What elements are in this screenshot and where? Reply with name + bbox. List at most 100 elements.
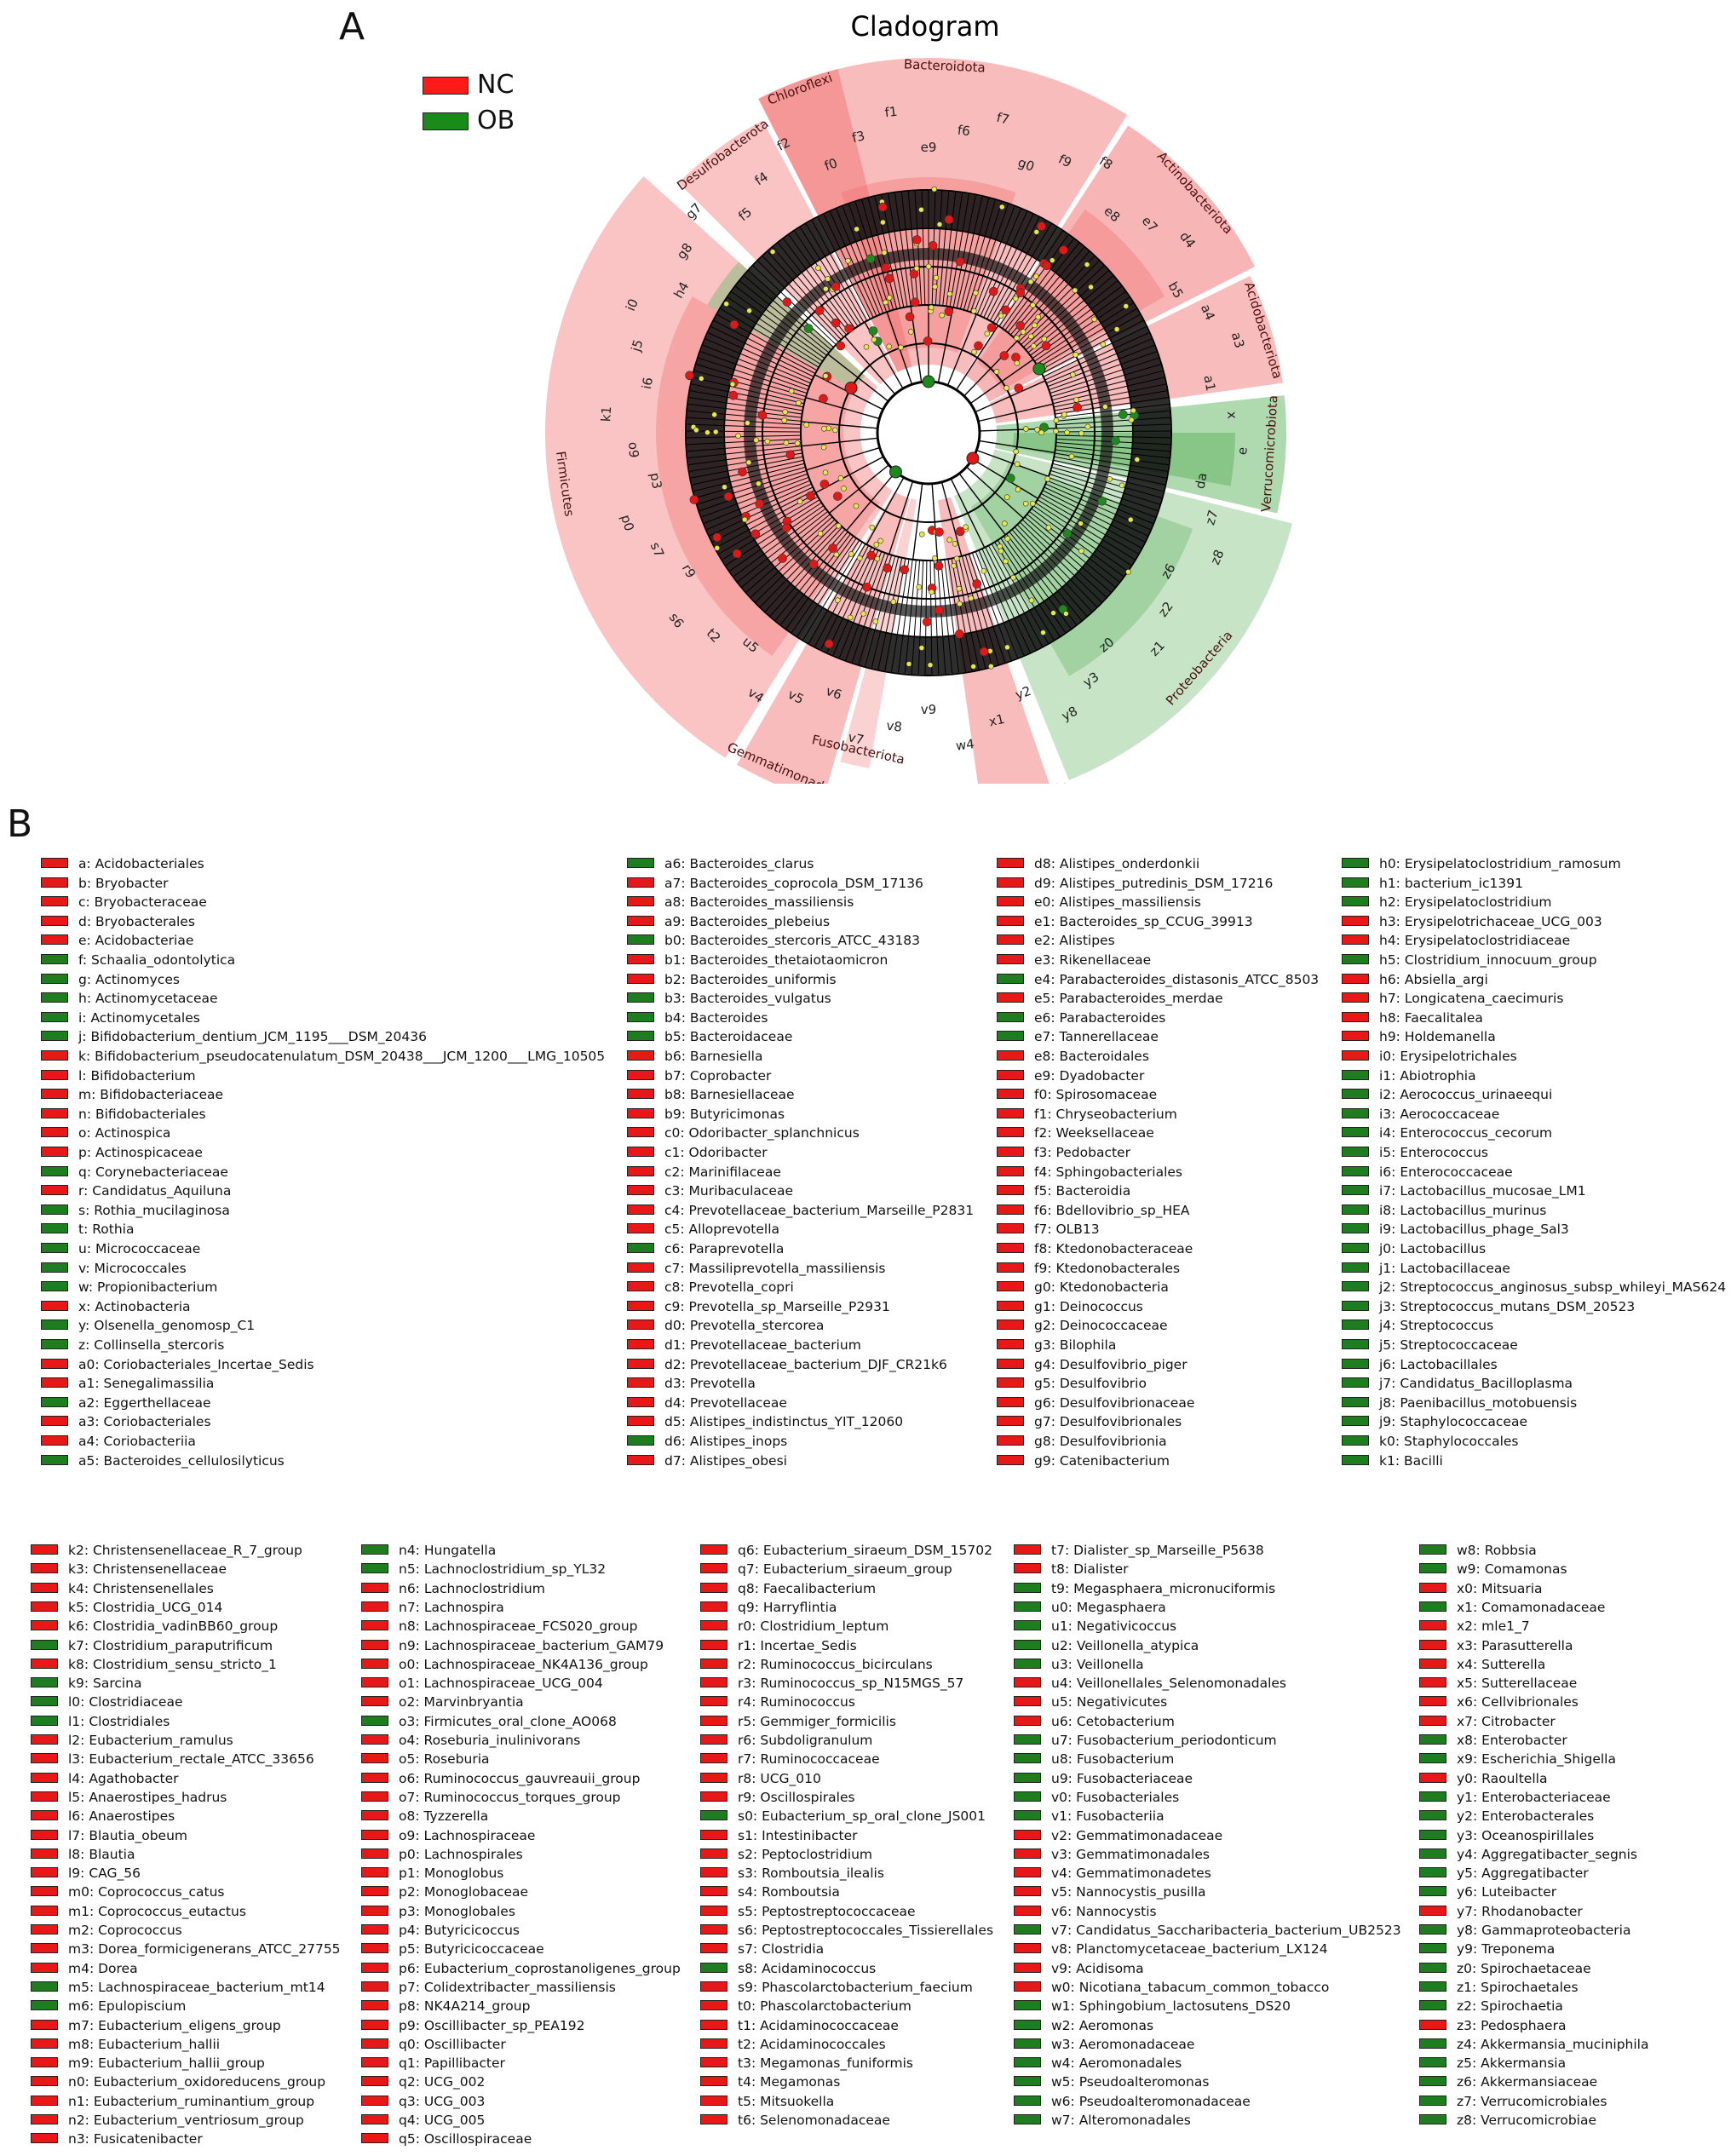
tree-node <box>974 341 983 351</box>
legend-item-label: b8: Barnesiellaceae <box>664 1087 795 1103</box>
legend-item: h: Actinomycetaceae <box>41 989 218 1008</box>
tree-branch <box>713 319 816 374</box>
legend-item-label: t5: Mitsuokella <box>738 2093 835 2109</box>
tree-node <box>729 319 739 330</box>
legend-item-label: h0: Erysipelatoclostridium_ramosum <box>1379 856 1621 871</box>
legend-swatch <box>1014 1943 1041 1954</box>
legend-item: m: Bifidobacteriaceae <box>41 1085 223 1104</box>
legend-item: i6: Enterococcaceae <box>1342 1163 1513 1181</box>
tree-branch <box>968 554 1006 664</box>
legend-swatch <box>1342 1416 1369 1427</box>
legend-item-label: l7: Blautia_obeum <box>68 1827 187 1843</box>
legend-item-label: o: Actinospica <box>78 1125 171 1141</box>
tree-branch <box>940 481 963 557</box>
tree-node <box>935 527 944 537</box>
legend-item: i2: Aerococcus_urinaeequi <box>1342 1085 1552 1104</box>
tree-node <box>755 499 765 509</box>
legend-item-label: f: Schaalia_odontolytica <box>78 952 236 968</box>
legend-item-label: y7: Rhodanobacter <box>1457 1903 1583 1919</box>
tree-branch <box>725 502 822 566</box>
tree-node <box>907 329 914 335</box>
tree-node <box>928 241 938 250</box>
legend-item: y2: Enterobacterales <box>1419 1807 1594 1825</box>
tree-branch <box>1055 417 1171 426</box>
tree-branch <box>1053 459 1166 486</box>
legend-item: x: Actinobacteria <box>41 1297 191 1316</box>
tree-node <box>835 522 842 529</box>
tree-node <box>881 250 888 256</box>
legend-item: k8: Clostridium_sensu_stricto_1 <box>31 1655 277 1674</box>
legend-swatch <box>1014 1924 1041 1935</box>
tree-node <box>1053 428 1059 434</box>
legend-swatch <box>997 1165 1024 1176</box>
legend-item: t6: Selenomonadaceae <box>700 2111 890 2130</box>
legend-item: i5: Enterococcus <box>1342 1143 1488 1162</box>
legend-swatch <box>700 1924 727 1935</box>
legend-item: s9: Phascolarctobacterium_faecium <box>700 1978 973 1997</box>
legend-item-label: v9: Acidisoma <box>1051 1960 1144 1976</box>
legend-item-label: w9: Comamonas <box>1457 1561 1567 1578</box>
cladogram-title: Cladogram <box>851 10 1000 43</box>
legend-item-label: v4: Gemmatimonadetes <box>1051 1866 1211 1882</box>
legend-swatch <box>31 1563 58 1574</box>
tree-branch <box>686 430 802 433</box>
tree-node <box>819 394 828 404</box>
legend-item-label: q1: Papillibacter <box>399 2055 505 2072</box>
tree-branch <box>969 359 1034 405</box>
tree-branch <box>987 545 1044 647</box>
legend-item-label: o7: Ruminococcus_torques_group <box>399 1789 621 1805</box>
legend-swatch <box>361 2057 388 2068</box>
tree-branch <box>1025 274 1114 351</box>
tree-branch <box>992 222 1052 323</box>
tree-node <box>819 480 830 489</box>
legend-item: v9: Acidisoma <box>1014 1959 1144 1978</box>
legend-swatch <box>700 1962 727 1973</box>
tree-node <box>873 541 880 548</box>
legend-swatch <box>997 1377 1024 1388</box>
legend-item-label: g9: Catenibacterium <box>1034 1452 1170 1469</box>
tree-branch <box>699 350 808 391</box>
legend-item-label: o3: Firmicutes_oral_clone_AO068 <box>399 1713 617 1729</box>
legend-item-label: l6: Anaerostipes <box>68 1808 175 1825</box>
legend-item-label: s2: Peptoclostridium <box>738 1846 873 1862</box>
legend-item: e0: Alistipes_massiliensis <box>997 893 1201 911</box>
legend-item-label: b2: Bacteroides_uniformis <box>664 971 837 987</box>
tree-node <box>998 548 1004 555</box>
legend-item: o5: Roseburia <box>361 1750 490 1768</box>
legend-item: x5: Sutterellaceae <box>1419 1674 1577 1693</box>
clade-label: f2 <box>774 135 792 154</box>
tree-branch <box>864 555 896 668</box>
legend-item: r: Candidatus_Aquiluna <box>41 1181 231 1200</box>
legend-item: w1: Sphingobium_lactosutens_DS20 <box>1014 1997 1291 2015</box>
legend-item: n0: Eubacterium_oxidoreducens_group <box>31 2073 325 2091</box>
tree-branch <box>686 434 802 439</box>
legend-item-label: z7: Verrucomicrobiales <box>1457 2093 1607 2109</box>
legend-item-label: b0: Bacteroides_stercoris_ATCC_43183 <box>664 933 921 949</box>
tree-node <box>910 297 920 308</box>
legend-item-label: j2: Streptococcus_anginosus_subsp_whiley… <box>1379 1279 1727 1296</box>
legend-item: g1: Deinococcus <box>997 1297 1143 1316</box>
legend-swatch <box>997 1396 1024 1407</box>
legend-item: l: Bifidobacterium <box>41 1067 196 1085</box>
legend-item: w0: Nicotiana_tabacum_common_tobacco <box>1014 1978 1329 1997</box>
tree-node <box>828 543 837 553</box>
tree-branch <box>912 483 923 560</box>
legend-item: j9: Staphylococcaceae <box>1342 1412 1527 1431</box>
legend-item: y1: Enterobacteriaceae <box>1419 1788 1611 1807</box>
tree-branch <box>688 452 803 473</box>
legend-swatch <box>1419 1753 1446 1764</box>
legend-item: b7: Coprobacter <box>627 1067 771 1085</box>
tree-node <box>745 459 752 466</box>
tree-branch <box>697 357 808 394</box>
legend-item: j0: Lactobacillus <box>1342 1239 1486 1258</box>
legend-item: c6: Paraprevotella <box>627 1239 784 1258</box>
tree-node <box>1068 453 1075 460</box>
legend-item: p0: Lachnospirales <box>361 1845 523 1864</box>
tree-node <box>1102 404 1108 410</box>
legend-swatch <box>1419 1943 1446 1954</box>
legend-item: x3: Parasutterella <box>1419 1636 1573 1655</box>
legend-item-label: p1: Monoglobus <box>399 1866 504 1882</box>
tree-node <box>1125 569 1131 575</box>
tree-branch <box>1038 308 1138 368</box>
legend-item: d1: Prevotellaceae_bacterium <box>627 1336 861 1354</box>
